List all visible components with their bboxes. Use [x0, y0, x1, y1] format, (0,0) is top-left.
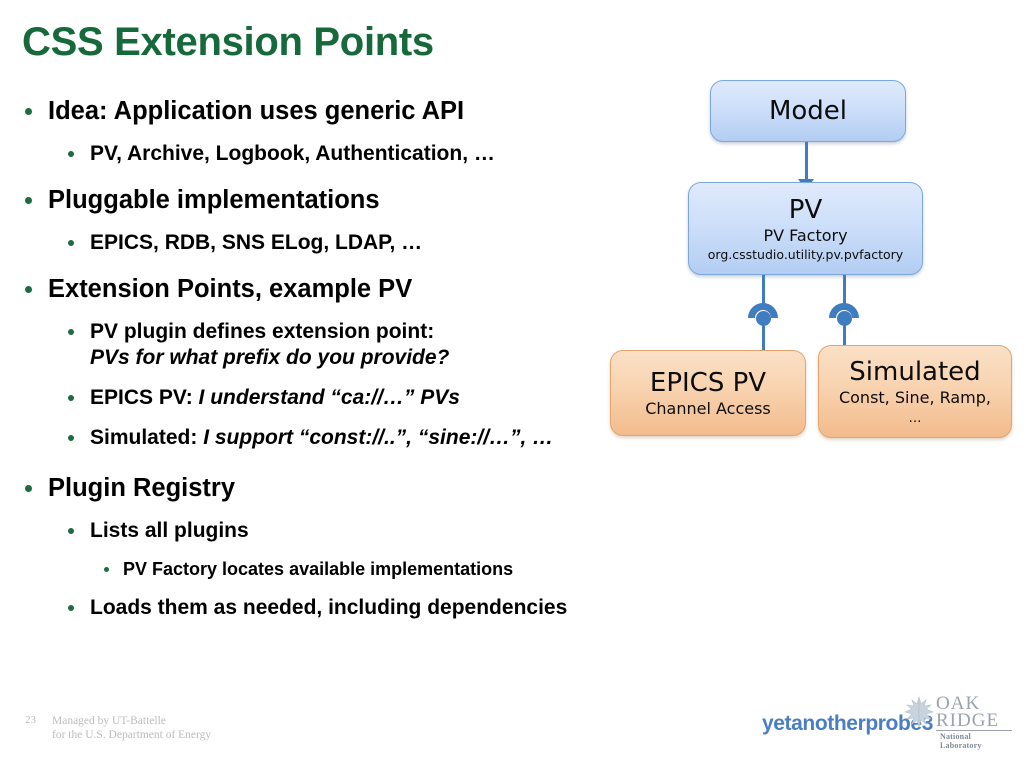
bullet-level2: Loads them as needed, including dependen… — [0, 595, 660, 621]
bullet-text: Pluggable implementations — [48, 186, 380, 214]
node-ellipsis: … — [908, 410, 922, 426]
required-interface-ball-icon — [837, 311, 852, 326]
node-package-name: org.csstudio.utility.pv.pvfactory — [707, 246, 904, 262]
oak-leaf-icon — [904, 695, 934, 729]
bullet-level1: Pluggable implementations — [0, 185, 660, 216]
bullet-dot-icon — [68, 395, 74, 401]
bullet-text: Idea: Application uses generic API — [48, 97, 465, 125]
bullet-text: Lists all plugins — [90, 519, 249, 542]
bullet-dot-icon — [68, 435, 74, 441]
bullet-text: EPICS PV: — [90, 386, 199, 409]
diagram-node-model[interactable]: Model — [710, 80, 906, 142]
bullet-text: EPICS, RDB, SNS ELog, LDAP, … — [90, 231, 423, 254]
required-interface-ball-icon — [756, 311, 771, 326]
bullet-level1: Plugin Registry — [0, 473, 660, 504]
bullet-dot-icon — [104, 567, 109, 572]
bullet-dot-icon — [68, 605, 74, 611]
node-subtitle: Channel Access — [645, 398, 771, 418]
logo-line-oak: OAK — [936, 693, 981, 714]
bullet-level2: EPICS PV: I understand “ca://…” PVs — [0, 385, 660, 411]
logo-line-ridge: RIDGE — [936, 710, 1000, 731]
bullet-level3: PV Factory locates available implementat… — [0, 558, 660, 581]
ornl-logo: OAK RIDGE National Laboratory — [900, 693, 1012, 750]
bullet-dot-icon — [68, 151, 74, 157]
bullet-text: PV Factory locates available implementat… — [123, 559, 514, 579]
bullet-dot-icon — [25, 286, 32, 293]
bullet-text-italic: I understand “ca://…” PVs — [198, 386, 460, 409]
node-title: Model — [768, 96, 848, 126]
bullet-level1: Idea: Application uses generic API — [0, 96, 660, 127]
bullet-level2: PV, Archive, Logbook, Authentication, … — [0, 141, 660, 167]
connector-model-to-pv — [805, 142, 808, 182]
bullet-text: PV, Archive, Logbook, Authentication, … — [90, 142, 495, 165]
watermark-text: yetanotherprobe3 — [762, 712, 933, 735]
logo-line-natlab: National Laboratory — [940, 732, 982, 750]
bullet-level1: Extension Points, example PV — [0, 274, 660, 305]
diagram-node-simulated[interactable]: Simulated Const, Sine, Ramp, … — [818, 345, 1012, 438]
page-number: 23 — [25, 714, 36, 726]
bullet-dot-icon — [25, 108, 32, 115]
bullet-dot-icon — [25, 197, 32, 204]
bullet-text-italic: PVs for what prefix do you provide? — [90, 346, 450, 369]
bullet-level2: PV plugin defines extension point: PVs f… — [0, 319, 660, 371]
bullet-level2: Lists all plugins — [0, 518, 660, 544]
diagram-node-pv[interactable]: PV PV Factory org.csstudio.utility.pv.pv… — [688, 182, 923, 275]
bullet-dot-icon — [68, 329, 74, 335]
bullet-dot-icon — [25, 485, 32, 492]
architecture-diagram: Model PV PV Factory org.csstudio.utility… — [595, 60, 1024, 460]
bullet-level2: EPICS, RDB, SNS ELog, LDAP, … — [0, 230, 660, 256]
bullet-dot-icon — [68, 528, 74, 534]
bullet-dot-icon — [68, 240, 74, 246]
bullet-text-italic: I support “const://..”, “sine://…”, … — [203, 426, 554, 449]
page-title: CSS Extension Points — [22, 20, 434, 64]
footer-line2: for the U.S. Department of Energy — [52, 729, 212, 741]
footer-credit: Managed by UT-Battelle for the U.S. Depa… — [52, 714, 211, 742]
logo-divider — [936, 730, 1012, 731]
node-title: Simulated — [849, 356, 981, 387]
node-subtitle: Const, Sine, Ramp, — [838, 387, 992, 407]
bullet-text: Extension Points, example PV — [48, 275, 413, 303]
bullet-text: Simulated: — [90, 426, 204, 449]
node-subtitle: PV Factory — [763, 225, 848, 245]
bullet-text: Loads them as needed, including dependen… — [90, 596, 568, 619]
diagram-node-epics-pv[interactable]: EPICS PV Channel Access — [610, 350, 806, 436]
node-title: PV — [788, 194, 823, 225]
node-title: EPICS PV — [649, 367, 767, 398]
bullet-text: PV plugin defines extension point: — [90, 320, 435, 343]
bullet-list: Idea: Application uses generic API PV, A… — [0, 96, 660, 631]
bullet-level2: Simulated: I support “const://..”, “sine… — [0, 425, 660, 451]
bullet-text: Plugin Registry — [48, 474, 236, 502]
footer-line1: Managed by UT-Battelle — [52, 715, 166, 727]
